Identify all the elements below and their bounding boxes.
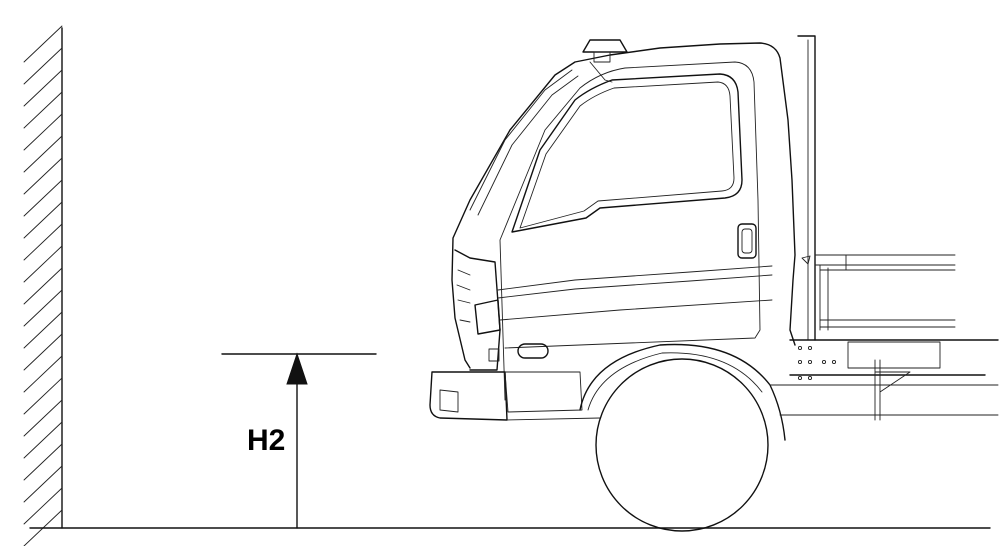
lower-cab-line [506,417,601,421]
truck [429,35,999,532]
wall-hatching [23,25,63,546]
indicator-lamp [488,348,500,362]
cab-back-clip [801,255,811,265]
hatch-line [23,333,63,371]
a-pillar [469,69,579,216]
rivet [797,345,803,351]
front-grille-lines [456,269,471,323]
wheel-arch [579,343,786,441]
door-outline [499,61,761,401]
hatch-line [23,399,63,437]
h2-dimension: H2 [221,352,377,529]
hatch-line [23,157,63,195]
h2-label: H2 [247,424,285,457]
hatch-line [23,289,63,327]
hatch-line [23,465,63,503]
front-bumper [429,371,508,421]
hatch-line [23,201,63,239]
hatch-line [23,421,63,459]
hatch-line [23,267,63,305]
chassis-frame [789,339,999,376]
rivet [797,375,803,381]
cab-step [504,371,583,413]
hatch-line [23,223,63,261]
hatch-line [23,355,63,393]
hatch-line [23,91,63,129]
hatch-line [23,69,63,107]
rivet [821,359,827,365]
side-window [511,73,743,233]
front-wheel [595,358,769,532]
hatch-line [23,135,63,173]
chassis-detail [769,341,999,421]
cargo-rail-mid [819,319,956,328]
h2-arrow-head [286,352,308,385]
rivet [797,359,803,365]
hatch-line [23,25,63,63]
hatch-line [23,311,63,349]
cargo-posts [819,254,847,331]
rivet [831,359,837,365]
rivet [807,345,813,351]
bumper-fog-lamp [439,389,459,413]
wheel-arch-inner [587,352,763,411]
hatch-line [23,443,63,481]
front-fascia [454,249,501,371]
hatch-line [23,113,63,151]
hatch-line [23,245,63,283]
hatch-line [23,179,63,217]
chassis-rivets [797,345,837,381]
rivet [807,375,813,381]
side-window-inner [519,81,735,229]
rivet [807,359,813,365]
door-handle-inner [741,228,753,254]
body-line-1 [497,265,773,291]
hatch-line [23,377,63,415]
hatch-line [23,47,63,85]
side-marker [517,343,549,359]
cargo-front-post [797,35,816,341]
hatch-line [23,487,63,525]
body-line-2 [497,274,773,299]
roof-lamp-base [593,51,611,63]
door-handle [737,223,757,259]
cargo-rail-top [814,254,956,271]
cab-outline [451,42,796,369]
roof-lamp [582,39,628,53]
headlamp [474,299,501,335]
wall [23,25,63,546]
body-line-3 [499,299,773,321]
